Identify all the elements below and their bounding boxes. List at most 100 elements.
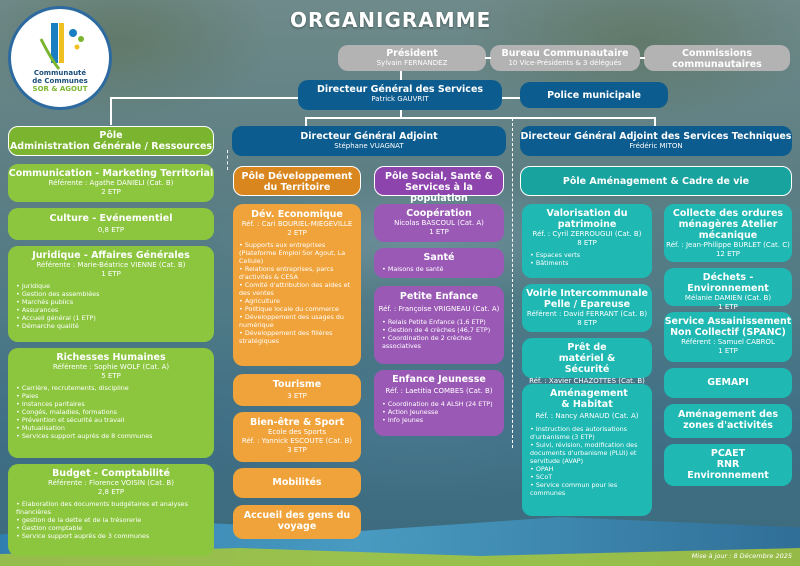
connector bbox=[110, 97, 300, 99]
list-item: Espaces verts bbox=[530, 251, 652, 259]
voirie-box: Voirie Intercommunale Pelle / Epareuse R… bbox=[522, 284, 652, 332]
voirie-ref: Référent : David FERRANT (Cat. B) bbox=[526, 310, 648, 318]
logo-emblem-icon bbox=[39, 23, 84, 70]
spanc-etp: 1 ETP bbox=[718, 347, 738, 355]
gemapi-title: GEMAPI bbox=[707, 377, 749, 388]
budget-box: Budget - Comptabilité Référente : Floren… bbox=[8, 464, 214, 556]
list-item: Service commun pour les communes bbox=[530, 481, 649, 497]
pole-amenag-header: Pôle Aménagement & Cadre de vie bbox=[520, 166, 792, 196]
habitat-ref: Réf. : Nancy ARNAUD (Cat. A) bbox=[535, 412, 639, 420]
culture-etp: 0,8 ETP bbox=[97, 226, 125, 234]
collecte-ref: Réf. : Jean-Philippe BURLET (Cat. C) bbox=[666, 241, 790, 249]
culture-box: Culture - Evénementiel 0,8 ETP bbox=[8, 208, 214, 240]
page-title: ORGANIGRAMME bbox=[290, 8, 492, 32]
dechets-box: Déchets - Environnement Mélanie DAMIEN (… bbox=[664, 268, 792, 311]
list-item: Coordination de 4 ALSH (24 ETP) bbox=[382, 400, 504, 408]
spanc-ref: Référent : Samuel CABROL bbox=[681, 338, 775, 346]
coop-ref: Nicolas BASCOUL (Cat. A) bbox=[394, 219, 484, 227]
logo-line-3: SOR & AGOUT bbox=[32, 85, 88, 93]
rh-etp: 5 ETP bbox=[101, 372, 121, 380]
pcaet-line-1: PCAET bbox=[710, 448, 746, 459]
list-item: Comité d'attribution des aides et des ve… bbox=[239, 281, 357, 297]
logo: Communauté de Communes SOR & AGOUT bbox=[8, 6, 112, 110]
pole-admin-header: Pôle Administration Générale / Ressource… bbox=[8, 126, 214, 156]
culture-title: Culture - Evénementiel bbox=[49, 213, 173, 224]
connector bbox=[305, 117, 307, 126]
president-name: Sylvain FERNANDEZ bbox=[376, 59, 448, 67]
juridique-etp: 1 ETP bbox=[101, 270, 121, 278]
list-item: Coordination de 2 crèches associatives bbox=[382, 334, 501, 350]
pcaet-box: PCAET RNR Environnement bbox=[664, 444, 792, 486]
list-item: Action Jeunesse bbox=[382, 408, 504, 416]
dgst-box: Directeur Général Adjoint des Services T… bbox=[520, 126, 792, 156]
petite-enfance-box: Petite Enfance Réf. : Françoise VRIGNEAU… bbox=[374, 286, 504, 364]
dgs-box: Directeur Général des Services Patrick G… bbox=[298, 80, 502, 110]
patrimoine-ref: Réf. : Cyril ZERROUGUI (Cat. B) bbox=[532, 230, 642, 238]
collecte-title: Collecte des ordures ménagères Atelier m… bbox=[672, 208, 784, 241]
pret-title: Prêt de matériel & Sécurité bbox=[558, 342, 616, 375]
list-item: Congés, maladies, formations bbox=[16, 408, 214, 416]
jeunesse-box: Enfance Jeunesse Réf. : Laetitia COMBES … bbox=[374, 370, 504, 436]
dechets-etp: 1 ETP bbox=[718, 303, 738, 311]
logo-line-1: Communauté bbox=[33, 69, 87, 77]
budget-etp: 2,8 ETP bbox=[97, 488, 125, 496]
pole-dev-header: Pôle Développement du Territoire bbox=[233, 166, 361, 196]
dga-title: Directeur Général Adjoint bbox=[300, 131, 438, 142]
list-item: Accueil général (1 ETP) bbox=[16, 314, 214, 322]
tourisme-title: Tourisme bbox=[272, 379, 322, 390]
list-item: Elaboration des documents budgétaires et… bbox=[16, 500, 214, 516]
list-item: Bâtiments bbox=[530, 259, 652, 267]
gens-title: Accueil des gens du voyage bbox=[243, 510, 351, 532]
pole-admin-title-2: Administration Générale / Ressources bbox=[9, 141, 213, 152]
list-item: Service support auprès de 3 communes bbox=[16, 532, 214, 540]
rh-box: Richesses Humaines Référente : Sophie WO… bbox=[8, 348, 214, 458]
pcaet-line-2: RNR bbox=[716, 459, 740, 470]
zones-title: Aménagement des zones d'activités bbox=[678, 409, 778, 431]
communication-title: Communication - Marketing Territorial bbox=[8, 168, 214, 179]
connector bbox=[110, 97, 112, 125]
list-item: Relais Petite Enfance (1,6 ETP) bbox=[382, 318, 501, 326]
budget-title: Budget - Comptabilité bbox=[52, 468, 170, 479]
pcaet-line-3: Environnement bbox=[687, 470, 769, 481]
pole-amenag-title: Pôle Aménagement & Cadre de vie bbox=[562, 176, 750, 187]
spanc-title: Service Assainissement Non Collectif (SP… bbox=[664, 316, 792, 338]
eco-box: Dév. Economique Réf. : Cari BOURIEL-MIEG… bbox=[233, 204, 361, 366]
president-box: Président Sylvain FERNANDEZ bbox=[338, 45, 486, 71]
list-item: Prévention et sécurité au travail bbox=[16, 416, 214, 424]
sport-title: Bien-être & Sport bbox=[249, 417, 345, 428]
petite-enfance-title: Petite Enfance bbox=[399, 291, 479, 302]
jeunesse-ref: Réf. : Laetitia COMBES (Cat. B) bbox=[385, 387, 493, 395]
list-item: Mutualisation bbox=[16, 424, 214, 432]
list-item: Développement des usages du numérique bbox=[239, 313, 357, 329]
habitat-box: Aménagement & Habitat Réf. : Nancy ARNAU… bbox=[522, 384, 652, 516]
pret-ref: Réf. : Xavier CHAZOTTES (Cat. B) bbox=[529, 377, 645, 385]
patrimoine-etp: 8 ETP bbox=[577, 239, 597, 247]
patrimoine-title: Valorisation du patrimoine bbox=[546, 208, 628, 230]
list-item: Supports aux entreprises (Plateforme Emp… bbox=[239, 241, 357, 265]
list-item: Agriculture bbox=[239, 297, 357, 305]
logo-line-2: de Communes bbox=[32, 77, 88, 85]
connector bbox=[400, 110, 402, 118]
bureau-title: Bureau Communautaire bbox=[501, 48, 629, 59]
voirie-etp: 8 ETP bbox=[577, 319, 597, 327]
coop-title: Coopération bbox=[406, 208, 472, 219]
coop-box: Coopération Nicolas BASCOUL (Cat. A) 1 E… bbox=[374, 204, 504, 242]
tourisme-box: Tourisme 3 ETP bbox=[233, 374, 361, 406]
list-item: SCoT bbox=[530, 473, 649, 481]
connector bbox=[654, 117, 656, 126]
dgst-name: Frédéric MITON bbox=[629, 142, 683, 150]
connector bbox=[485, 57, 491, 59]
commissions-title: Commissions communautaires bbox=[672, 48, 762, 70]
eco-etp: 2 ETP bbox=[287, 229, 307, 237]
dashed-connector bbox=[227, 150, 228, 170]
list-item: Info Jeunes bbox=[382, 416, 504, 424]
list-item: Instruction des autorisations d'urbanism… bbox=[530, 425, 649, 441]
police-box: Police municipale bbox=[520, 82, 668, 108]
rh-title: Richesses Humaines bbox=[56, 352, 166, 363]
rh-ref: Référente : Sophie WOLF (Cat. A) bbox=[52, 363, 170, 371]
gemapi-box: GEMAPI bbox=[664, 368, 792, 398]
list-item: Relations entreprises, parcs d'activités… bbox=[239, 265, 357, 281]
dechets-ref: Mélanie DAMIEN (Cat. B) bbox=[684, 294, 772, 302]
dgs-title: Directeur Général des Services bbox=[316, 84, 484, 95]
list-item: Gestion comptable bbox=[16, 524, 214, 532]
